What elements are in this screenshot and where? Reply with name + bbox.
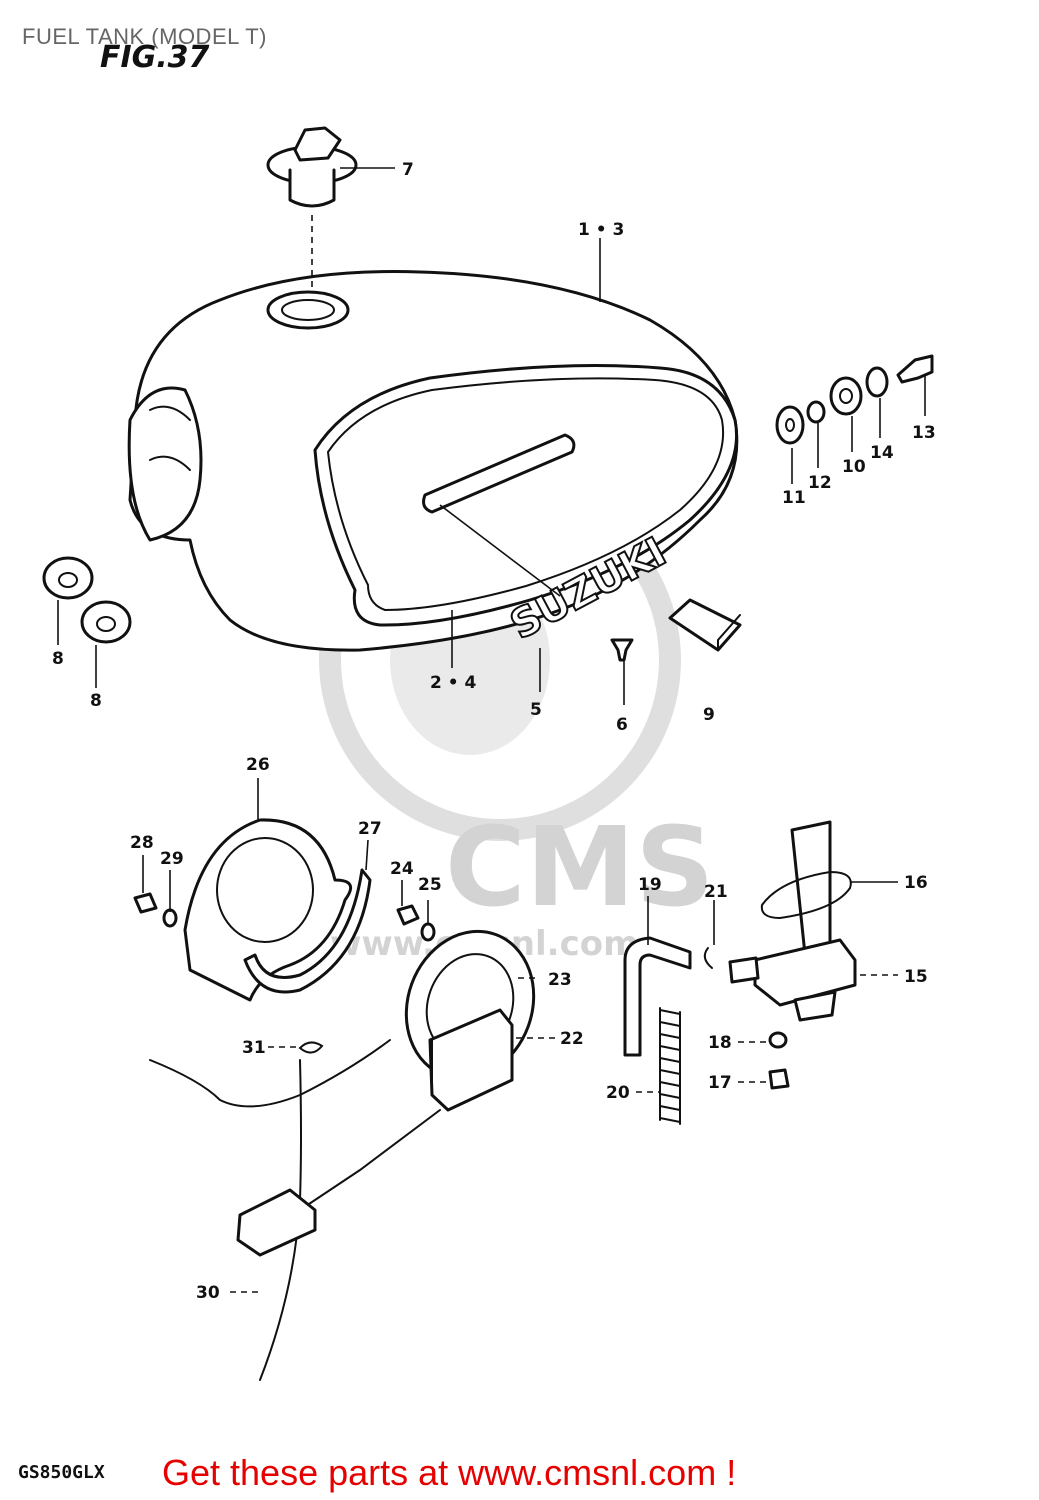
wiring-harness-30[interactable] [149, 1039, 441, 1381]
model-code: GS850GLX [18, 1462, 105, 1483]
washer-29[interactable] [162, 908, 178, 928]
washer-11[interactable] [775, 405, 805, 445]
callout-10: 10 [842, 457, 866, 477]
callout-13: 13 [912, 423, 936, 443]
cushion-8b[interactable] [80, 600, 132, 644]
callout-27: 27 [358, 819, 382, 839]
callout-5: 5 [530, 700, 542, 720]
clip-31[interactable] [298, 1041, 324, 1054]
hose-27[interactable] [243, 868, 372, 994]
rubber-pad-9[interactable] [668, 598, 742, 652]
callout-8b: 8 [90, 691, 102, 711]
callout-31: 31 [242, 1038, 266, 1058]
callout-29: 29 [160, 849, 184, 869]
bolt-13[interactable] [896, 354, 934, 384]
cushion-10[interactable] [829, 376, 863, 416]
leader-lines [57, 167, 926, 1293]
figure-number: FIG.37 [100, 40, 210, 75]
callout-21: 21 [704, 882, 728, 902]
callout-20: 20 [606, 1083, 630, 1103]
callout-7: 7 [402, 160, 414, 180]
callout-8a: 8 [52, 649, 64, 669]
fuel-hose-19[interactable] [623, 936, 692, 1057]
callout-18: 18 [708, 1033, 732, 1053]
collar-12[interactable] [806, 400, 826, 424]
washer-14[interactable] [865, 366, 889, 398]
callout-14: 14 [870, 443, 894, 463]
callout-1-3: 1 • 3 [578, 220, 624, 240]
callout-16: 16 [904, 873, 928, 893]
callout-2-4: 2 • 4 [430, 673, 477, 693]
promo-link[interactable]: Get these parts at www.cmsnl.com ! [162, 1452, 737, 1493]
washer-25[interactable] [420, 922, 436, 942]
callout-15: 15 [904, 967, 928, 987]
callout-24: 24 [390, 859, 414, 879]
callout-26: 26 [246, 755, 270, 775]
callout-9: 9 [703, 705, 715, 725]
watermark-logo-text: CMS [445, 803, 714, 931]
fuel-level-gauge-22[interactable] [428, 1008, 514, 1112]
callout-6: 6 [616, 715, 628, 735]
cushion-8a[interactable] [42, 556, 94, 600]
callout-25: 25 [418, 875, 442, 895]
gasket-26[interactable] [183, 818, 353, 1002]
page-title: FUEL TANK (MODEL T) [22, 24, 268, 49]
callout-23: 23 [548, 970, 572, 990]
fuel-tank[interactable] [127, 270, 739, 652]
screw-28[interactable] [133, 892, 158, 914]
fuel-cock-15[interactable] [728, 820, 857, 1022]
callout-30: 30 [196, 1283, 220, 1303]
spring-20[interactable] [659, 1007, 681, 1125]
callout-17: 17 [708, 1073, 732, 1093]
o-ring-16[interactable] [760, 870, 852, 920]
callout-12: 12 [808, 473, 832, 493]
callout-28: 28 [130, 833, 154, 853]
callout-11: 11 [782, 488, 806, 508]
screw-17[interactable] [768, 1068, 790, 1090]
callout-numbers: 7 1 • 3 2 • 4 5 6 9 8 8 11 12 10 14 13 2… [52, 160, 936, 1303]
callout-19: 19 [638, 875, 662, 895]
screw-6[interactable] [610, 638, 634, 662]
screw-24[interactable] [396, 904, 420, 926]
fuel-cap[interactable] [266, 126, 358, 208]
hose-clamp-21[interactable] [703, 947, 713, 969]
washer-18[interactable] [768, 1031, 788, 1049]
callout-22: 22 [560, 1029, 584, 1049]
